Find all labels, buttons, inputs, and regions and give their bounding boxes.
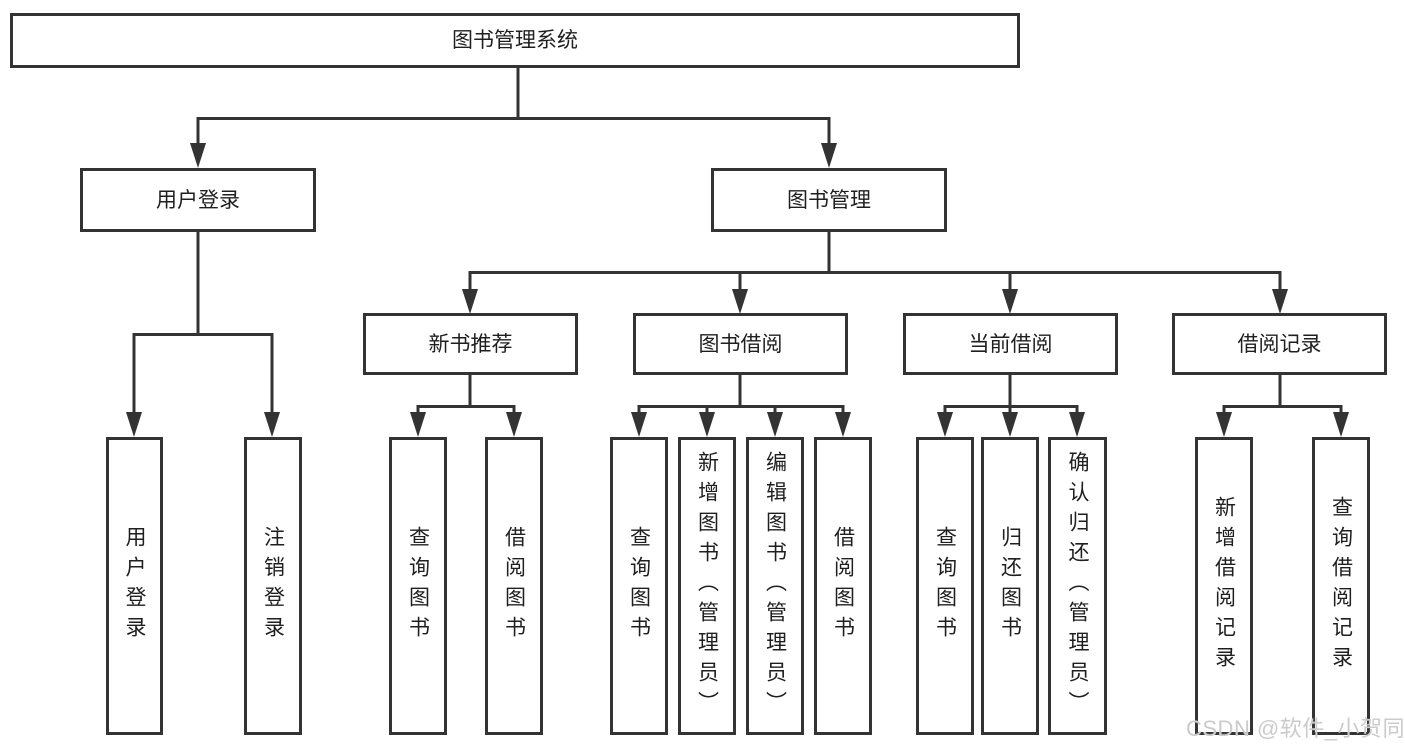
node-label: 确认归还（管理员）: [1066, 451, 1089, 721]
node-label: 借阅图书: [502, 526, 526, 646]
node-label: 借阅图书: [831, 526, 855, 646]
node-user-login-leaf: 用户登录: [106, 437, 163, 735]
node-label: 新增借阅记录: [1212, 496, 1236, 676]
node-add-books-admin: 新增图书（管理员）: [678, 437, 736, 735]
node-label: 用户登录: [123, 526, 146, 646]
node-label: 图书借阅: [698, 332, 783, 356]
node-label: 查询图书: [406, 526, 430, 646]
node-label: 用户登录: [156, 188, 240, 212]
node-edit-books-admin: 编辑图书（管理员）: [746, 437, 804, 735]
node-borrowing-records: 借阅记录: [1172, 313, 1387, 375]
arrowhead-icons: [126, 143, 1349, 437]
node-return-books: 归还图书: [981, 437, 1039, 735]
node-library-management-system: 图书管理系统: [10, 13, 1020, 68]
node-current-borrowing: 当前借阅: [903, 313, 1118, 375]
node-label: 图书管理: [787, 188, 871, 212]
node-query-borrow-record: 查询借阅记录: [1312, 437, 1370, 735]
node-new-book-recommendation: 新书推荐: [363, 313, 578, 375]
node-book-borrowing: 图书借阅: [633, 313, 848, 375]
node-borrow-books: 借阅图书: [814, 437, 872, 735]
node-query-books-recommend: 查询图书: [389, 437, 447, 735]
node-label: 图书管理系统: [452, 29, 578, 52]
node-label: 注销登录: [261, 526, 285, 646]
node-query-books-current: 查询图书: [916, 437, 974, 735]
node-label: 当前借阅: [968, 332, 1053, 356]
node-label: 查询借阅记录: [1329, 496, 1353, 676]
node-label: 编辑图书（管理员）: [763, 451, 787, 721]
node-label: 新书推荐: [428, 332, 513, 356]
watermark: CSDN @软件_小贺同学: [1186, 716, 1405, 741]
node-user-login: 用户登录: [80, 168, 316, 232]
node-book-management: 图书管理: [711, 168, 947, 232]
node-label: 归还图书: [998, 526, 1022, 646]
node-label: 借阅记录: [1237, 332, 1322, 356]
node-query-books-borrowing: 查询图书: [610, 437, 668, 735]
node-label: 查询图书: [933, 526, 957, 646]
node-label: 查询图书: [627, 526, 651, 646]
node-borrow-books-recommend: 借阅图书: [485, 437, 543, 735]
node-confirm-return-admin: 确认归还（管理员）: [1048, 437, 1107, 735]
node-logout: 注销登录: [244, 437, 302, 735]
node-label: 新增图书（管理员）: [695, 451, 719, 721]
node-add-borrow-record: 新增借阅记录: [1195, 437, 1253, 735]
